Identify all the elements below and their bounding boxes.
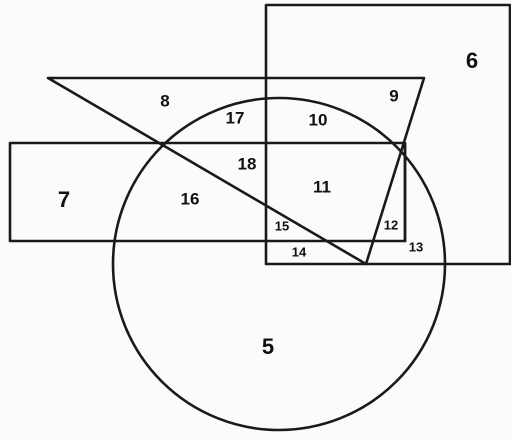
region-label-9: 9 (389, 86, 398, 105)
region-label-10: 10 (309, 110, 328, 129)
region-label-5: 5 (262, 334, 274, 359)
region-label-17: 17 (226, 108, 245, 127)
region-label-11: 11 (313, 177, 331, 196)
region-label-16: 16 (181, 189, 200, 208)
region-label-6: 6 (466, 48, 478, 73)
triangle-shape (46, 76, 426, 266)
region-label-13: 13 (409, 239, 423, 254)
circle-shape (111, 96, 447, 432)
square-shape (264, 3, 511, 266)
region-label-7: 7 (58, 187, 70, 212)
region-label-15: 15 (275, 218, 289, 233)
region-label-18: 18 (238, 154, 257, 173)
region-label-14: 14 (292, 244, 307, 259)
region-label-8: 8 (160, 91, 169, 110)
region-label-12: 12 (384, 217, 398, 232)
